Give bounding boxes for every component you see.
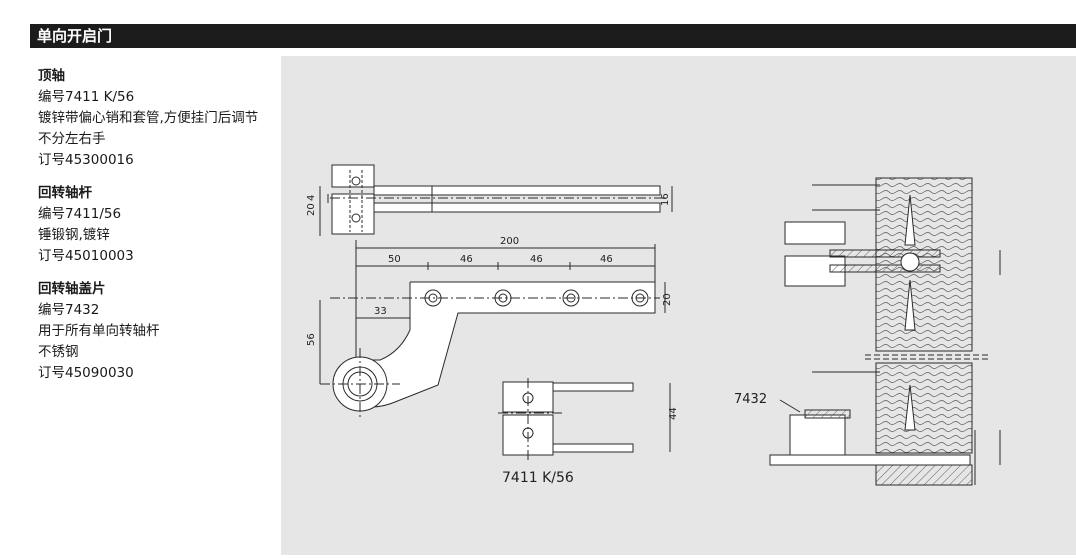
info-line: 锤锻钢,镀锌 bbox=[38, 227, 110, 243]
section-title: 顶轴 bbox=[38, 68, 65, 84]
dim-label: 46 bbox=[460, 254, 473, 265]
mounting-holes bbox=[424, 289, 649, 307]
dim-label: 46 bbox=[600, 254, 613, 265]
part-callout: 7432 bbox=[734, 392, 767, 407]
dim-label: 16 bbox=[660, 193, 671, 206]
dim-label: 56 bbox=[306, 333, 317, 346]
info-line: 订号45010003 bbox=[38, 248, 134, 264]
technical-drawing-panel: 20 4 16 bbox=[281, 56, 1076, 555]
pivot-arm-top-view bbox=[319, 240, 666, 420]
section-pivot-arm: 回转轴杆 编号7411/56 锤锻钢,镀锌 订号45010003 bbox=[38, 183, 278, 267]
dim-label: 4 bbox=[306, 195, 317, 201]
dim-label: 33 bbox=[374, 306, 387, 317]
info-line: 编号7411/56 bbox=[38, 206, 122, 222]
dim-label: 50 bbox=[388, 254, 401, 265]
section-title: 回转轴杆 bbox=[38, 185, 92, 201]
section-title: 回转轴盖片 bbox=[38, 281, 106, 297]
installation-section-view bbox=[769, 177, 1001, 486]
info-line: 编号7432 bbox=[38, 302, 100, 318]
section-top-pivot: 顶轴 编号7411 K/56 镀锌带偏心销和套管,方便挂门后调节 不分左右手 订… bbox=[38, 66, 278, 171]
product-info-column: 顶轴 编号7411 K/56 镀锌带偏心销和套管,方便挂门后调节 不分左右手 订… bbox=[38, 66, 278, 396]
dim-label: 20 bbox=[306, 203, 317, 216]
page-header: 单向开启门 bbox=[30, 24, 1076, 48]
info-line: 不分左右手 bbox=[38, 131, 106, 147]
dim-label: 44 bbox=[668, 407, 679, 420]
info-line: 编号7411 K/56 bbox=[38, 89, 135, 105]
info-line: 不锈钢 bbox=[38, 344, 79, 360]
info-line: 用于所有单向转轴杆 bbox=[38, 323, 160, 339]
section-cover-plate: 回转轴盖片 编号7432 用于所有单向转轴杆 不锈钢 订号45090030 bbox=[38, 279, 278, 384]
technical-drawing: 20 4 16 bbox=[306, 164, 1001, 486]
info-line: 镀锌带偏心销和套管,方便挂门后调节 bbox=[38, 110, 259, 126]
top-pivot-side-view bbox=[319, 164, 673, 236]
page-title: 单向开启门 bbox=[37, 27, 113, 45]
info-line: 订号45090030 bbox=[38, 365, 134, 381]
info-line: 订号45300016 bbox=[38, 152, 134, 168]
drawing-caption: 7411 K/56 bbox=[502, 470, 574, 486]
top-pivot-front-view bbox=[498, 378, 671, 460]
dim-label: 200 bbox=[500, 236, 519, 247]
dim-label: 20 bbox=[662, 293, 673, 306]
dim-label: 46 bbox=[530, 254, 543, 265]
